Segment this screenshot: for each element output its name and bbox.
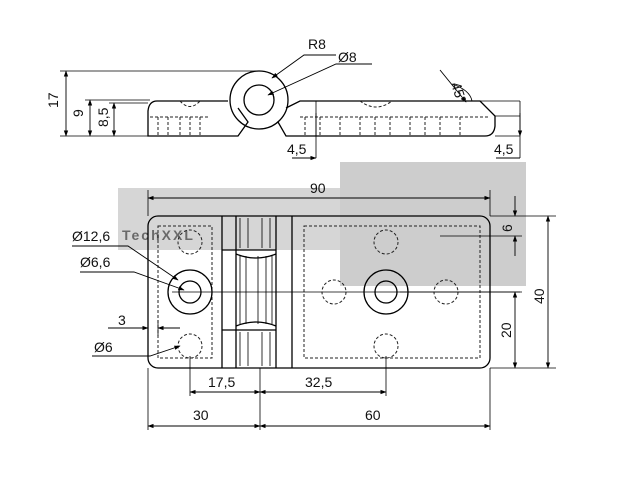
label-radius-r8: R8 [308,36,326,52]
label-height-9: 9 [70,109,86,117]
label-height-8-5: 8,5 [95,107,111,127]
side-left-leaf [147,100,249,137]
label-diameter-12-6: Ø12,6 [72,228,110,244]
label-dist-32-5: 32,5 [305,374,332,390]
label-diameter-6-6: Ø6,6 [80,254,111,270]
label-edge-6: 6 [499,224,515,232]
label-height-40: 40 [531,288,547,304]
label-angle-45: 45° [448,80,470,105]
knuckle-pin-hole [243,84,275,116]
label-width-30: 30 [193,407,209,423]
label-dist-17-5: 17,5 [208,374,235,390]
label-thickness-left: 4,5 [287,141,307,157]
side-hidden-holes [150,100,488,136]
watermark-text: TechXXL [122,227,195,243]
label-pin-diameter: Ø8 [338,49,357,65]
side-view: 17 9 8,5 4,5 4,5 45° R8 Ø8 [45,36,523,161]
label-dim-3: 3 [118,312,126,328]
label-height-20: 20 [498,322,514,338]
label-width-60: 60 [365,407,381,423]
label-width-total: 90 [310,180,326,196]
label-thickness-right: 4,5 [494,141,514,157]
side-right-leaf [277,100,496,137]
knuckle-outer-circle [229,70,289,130]
label-diameter-6: Ø6 [94,339,113,355]
top-view: 90 6 20 40 Ø12,6 Ø6,6 Ø6 3 17,5 32,5 30 … [72,180,556,430]
label-total-height: 17 [45,92,61,108]
